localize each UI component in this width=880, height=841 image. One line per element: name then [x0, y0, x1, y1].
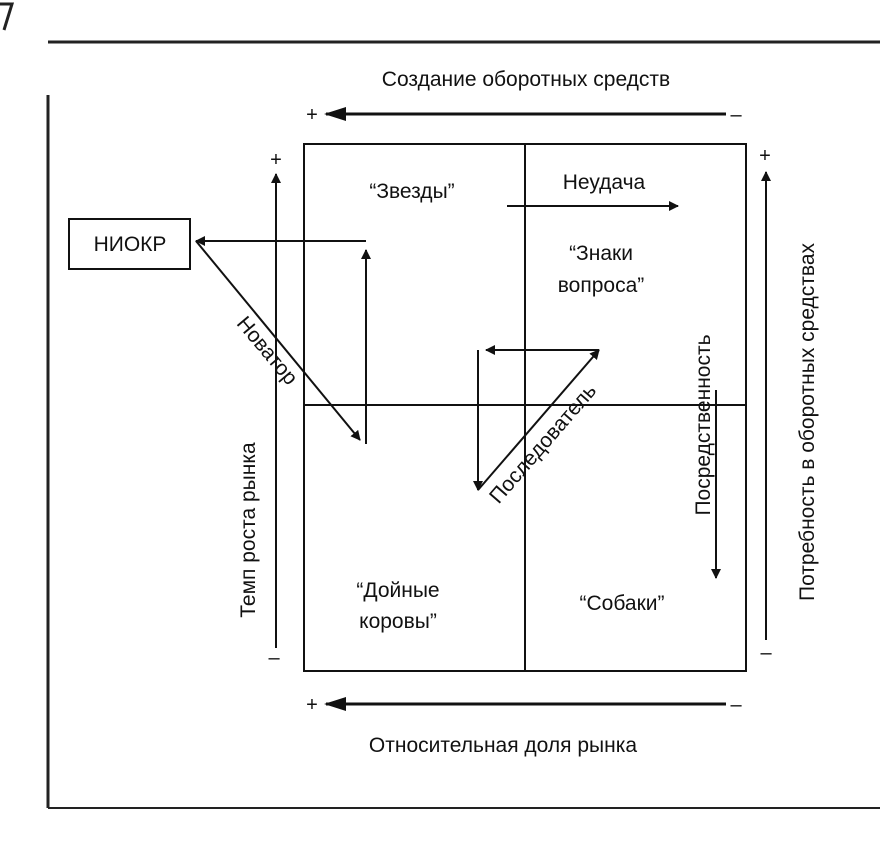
quadrant-dogs: “Собаки” [580, 592, 665, 615]
top-axis-minus: – [730, 104, 742, 126]
quadrant-question-marks-line2: вопроса” [558, 274, 645, 297]
follower-diagonal-arrow [477, 349, 600, 491]
right-axis-plus: + [759, 145, 771, 167]
failure-arrow: Неудача [507, 171, 679, 211]
left-axis-minus: – [268, 647, 280, 669]
top-axis: Создание оборотных средств + – [306, 68, 742, 126]
top-axis-label: Создание оборотных средств [382, 68, 670, 91]
quadrant-question-marks-line1: “Знаки [569, 242, 633, 265]
mediocrity-arrow: Посредственность [692, 334, 721, 579]
outer-frame [0, 2, 880, 809]
innovator-path [195, 236, 371, 444]
top-axis-plus: + [306, 104, 318, 126]
follower-path [473, 345, 600, 491]
bottom-axis: + – Относительная доля рынка [306, 694, 742, 757]
right-axis-minus: – [760, 642, 772, 664]
quadrant-labels: “Звезды” “Знаки вопроса” “Дойные коровы”… [356, 180, 664, 633]
mediocrity-label: Посредственность [692, 334, 715, 515]
quadrant-cash-cows-line2: коровы” [359, 610, 437, 633]
innovator-label: Новатор [232, 312, 302, 389]
left-axis: + – Темп роста рынка [237, 149, 282, 669]
quadrant-stars: “Звезды” [369, 180, 454, 203]
right-axis-label: Потребность в оборотных средствах [796, 242, 819, 601]
failure-label: Неудача [563, 171, 646, 194]
niokr-box: НИОКР [68, 218, 191, 270]
follower-label: Последователь [485, 379, 601, 508]
quadrant-cash-cows-line1: “Дойные [356, 579, 439, 602]
matrix-grid [303, 143, 747, 672]
bottom-axis-label: Относительная доля рынка [369, 734, 637, 757]
left-axis-label: Темп роста рынка [237, 442, 260, 618]
bottom-axis-plus: + [306, 694, 318, 716]
niokr-label: НИОКР [94, 233, 167, 256]
left-axis-plus: + [270, 149, 282, 171]
innovator-diagonal-arrow [195, 240, 361, 441]
bottom-axis-minus: – [730, 694, 742, 716]
right-axis: + – Потребность в оборотных средствах [759, 145, 819, 664]
